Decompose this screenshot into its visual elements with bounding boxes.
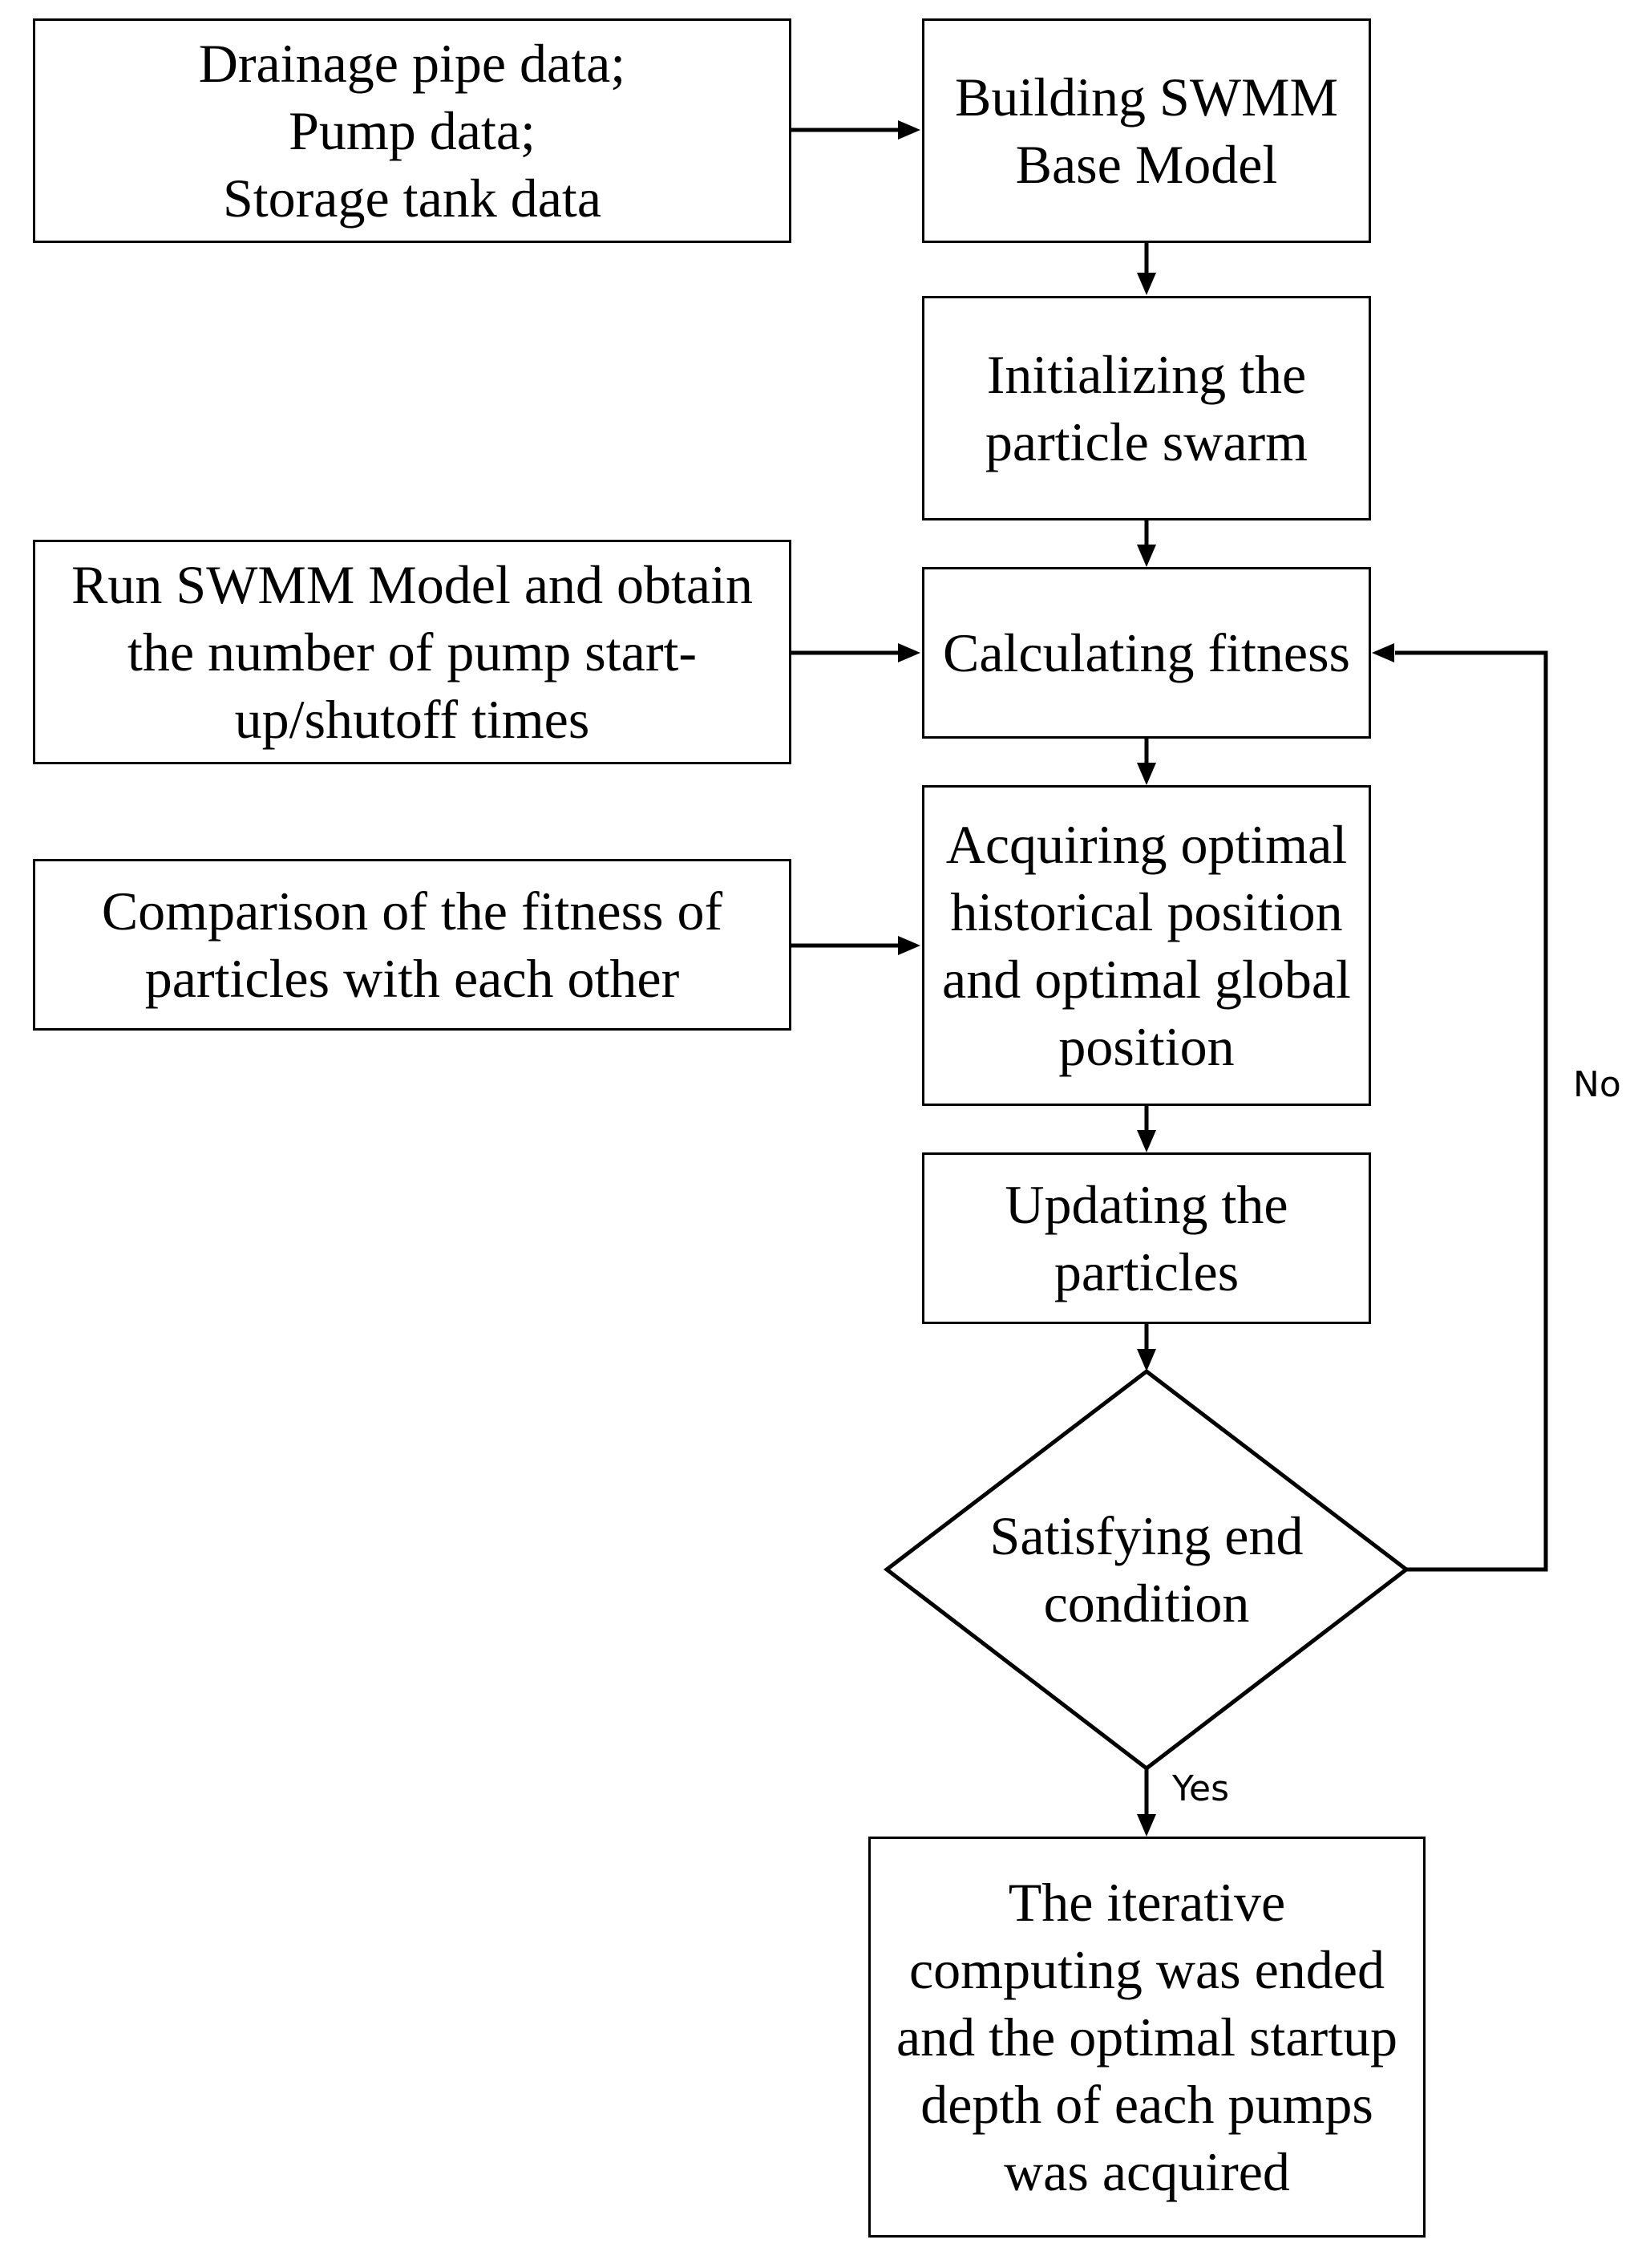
acquire-optimal-box: Acquiring optimal historical position an… xyxy=(922,785,1371,1106)
build-model-label: Building SWMM Base Model xyxy=(955,67,1338,195)
update-particles-label: Updating the particles xyxy=(1005,1174,1288,1302)
run-model-box: Run SWMM Model and obtain the number of … xyxy=(33,540,791,764)
arrow-no-loop xyxy=(1395,650,1548,1572)
build-model-box: Building SWMM Base Model xyxy=(922,18,1371,243)
no-edge-label: No xyxy=(1573,1064,1621,1105)
compare-fitness-label: Comparison of the fitness of particles w… xyxy=(101,881,723,1009)
arrowhead-build-to-init xyxy=(1137,273,1156,295)
init-swarm-box: Initializing the particle swarm xyxy=(922,296,1371,520)
run-model-label: Run SWMM Model and obtain the number of … xyxy=(71,554,753,750)
arrowhead-input-to-build xyxy=(898,120,920,140)
arrowhead-acquire-to-update xyxy=(1137,1130,1156,1152)
result-box: The iterative computing was ended and th… xyxy=(868,1837,1426,2238)
decision-label: Satisfying end condition xyxy=(989,1505,1304,1634)
input-data-box: Drainage pipe data; Pump data; Storage t… xyxy=(33,18,791,243)
update-particles-box: Updating the particles xyxy=(922,1152,1371,1324)
yes-edge-label: Yes xyxy=(1172,1768,1230,1809)
init-swarm-label: Initializing the particle swarm xyxy=(985,344,1308,472)
arrowhead-yes xyxy=(1137,1814,1156,1837)
decision-text-area: Satisfying end condition xyxy=(938,1484,1355,1655)
arrowhead-compare-to-acquire xyxy=(898,936,920,955)
arrowhead-calc-to-acquire xyxy=(1137,763,1156,785)
arrowhead-run-to-calc xyxy=(898,643,920,662)
acquire-optimal-label: Acquiring optimal historical position an… xyxy=(942,814,1351,1077)
calc-fitness-label: Calculating fitness xyxy=(942,622,1350,683)
arrowhead-update-to-decision xyxy=(1137,1349,1156,1371)
calc-fitness-box: Calculating fitness xyxy=(922,567,1371,739)
input-data-label: Drainage pipe data; Pump data; Storage t… xyxy=(198,33,626,229)
arrowhead-init-to-calc xyxy=(1137,545,1156,567)
result-label: The iterative computing was ended and th… xyxy=(896,1872,1398,2202)
arrowhead-no-loop xyxy=(1372,643,1394,662)
compare-fitness-box: Comparison of the fitness of particles w… xyxy=(33,859,791,1031)
